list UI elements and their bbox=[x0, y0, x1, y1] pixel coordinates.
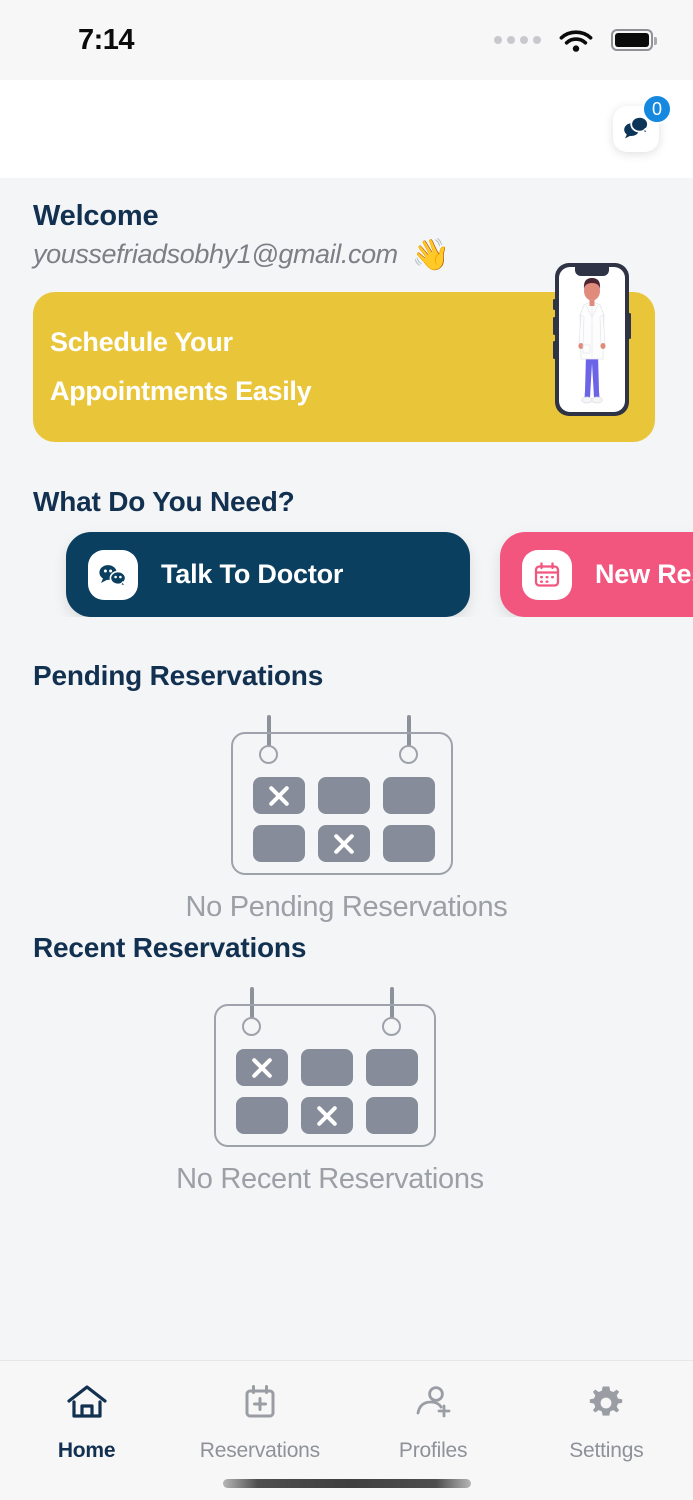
nav-label-home: Home bbox=[57, 1439, 116, 1462]
welcome-section: Welcome youssefriadsobhy1@gmail.com 👋 bbox=[0, 178, 693, 270]
calendar-icon bbox=[522, 549, 572, 600]
promo-banner[interactable]: Schedule Your Appointments Easily bbox=[33, 263, 660, 442]
gear-icon bbox=[586, 1383, 626, 1428]
nav-item-reservations[interactable]: Reservations bbox=[173, 1383, 346, 1463]
calendar-cell bbox=[366, 1097, 418, 1134]
calendar-cell bbox=[301, 1097, 353, 1134]
calendar-cells bbox=[252, 777, 435, 862]
recent-empty-text: No Recent Reservations bbox=[176, 1163, 484, 1195]
pending-empty-text: No Pending Reservations bbox=[185, 891, 508, 923]
needs-carousel[interactable]: Talk To Doctor New R bbox=[0, 518, 693, 617]
welcome-email-row: youssefriadsobhy1@gmail.com 👋 bbox=[33, 239, 693, 270]
recent-empty-state: No Recent Reservations bbox=[0, 987, 660, 1196]
calendar-empty-icon bbox=[214, 987, 446, 1147]
calendar-cell bbox=[382, 825, 435, 862]
action-card-talk-to-doctor[interactable]: Talk To Doctor bbox=[66, 532, 470, 617]
action-card-label: New Rese bbox=[595, 559, 693, 589]
status-time: 7:14 bbox=[78, 23, 135, 56]
pending-empty-state: No Pending Reservations bbox=[0, 715, 693, 924]
status-bar: 7:14 bbox=[0, 0, 693, 80]
status-indicators bbox=[494, 28, 657, 53]
home-indicator[interactable] bbox=[222, 1479, 471, 1488]
action-card-new-reservation[interactable]: New Rese bbox=[500, 532, 693, 617]
person-add-icon bbox=[412, 1383, 454, 1428]
calendar-cell bbox=[317, 825, 370, 862]
calendar-cell bbox=[236, 1097, 288, 1134]
calendar-plus-icon bbox=[240, 1383, 280, 1428]
calendar-cell bbox=[382, 777, 435, 814]
promo-banner-text: Schedule Your Appointments Easily bbox=[50, 318, 312, 416]
user-email: youssefriadsobhy1@gmail.com bbox=[33, 239, 398, 269]
promo-banner-body: Schedule Your Appointments Easily bbox=[33, 292, 655, 442]
battery-full-icon bbox=[611, 29, 657, 51]
calendar-cell bbox=[252, 777, 305, 814]
pending-section-title: Pending Reservations bbox=[33, 660, 324, 691]
signal-dots-icon bbox=[494, 36, 541, 44]
nav-label-settings: Settings bbox=[569, 1439, 644, 1462]
bottom-navigation: Home Reservations bbox=[0, 1360, 693, 1500]
app-header: 0 bbox=[0, 80, 693, 178]
calendar-cell bbox=[301, 1049, 353, 1086]
calendar-cell bbox=[366, 1049, 418, 1086]
calendar-cells bbox=[236, 1049, 418, 1134]
chat-badge: 0 bbox=[642, 94, 672, 124]
wifi-icon bbox=[559, 28, 593, 53]
calendar-cell bbox=[317, 777, 370, 814]
calendar-empty-icon bbox=[230, 715, 463, 875]
welcome-title: Welcome bbox=[33, 200, 159, 232]
recent-section-title: Recent Reservations bbox=[33, 932, 307, 963]
nav-item-home[interactable]: Home bbox=[0, 1383, 173, 1463]
home-icon bbox=[65, 1383, 109, 1428]
phone-with-doctor-illustration bbox=[553, 263, 631, 416]
chat-bubbles-icon bbox=[88, 549, 138, 600]
calendar-cell bbox=[236, 1049, 288, 1086]
calendar-cell bbox=[252, 825, 305, 862]
main-content: Welcome youssefriadsobhy1@gmail.com 👋 Sc… bbox=[0, 178, 693, 1360]
promo-line-2: Appointments Easily bbox=[50, 376, 312, 406]
nav-label-reservations: Reservations bbox=[199, 1439, 320, 1462]
nav-item-profiles[interactable]: Profiles bbox=[347, 1383, 520, 1463]
nav-label-profiles: Profiles bbox=[398, 1439, 468, 1462]
waving-hand-icon: 👋 bbox=[411, 237, 451, 272]
promo-line-1: Schedule Your bbox=[50, 326, 233, 357]
needs-section-title: What Do You Need? bbox=[33, 486, 295, 517]
chat-button[interactable]: 0 bbox=[613, 94, 672, 152]
nav-item-settings[interactable]: Settings bbox=[520, 1383, 693, 1463]
action-card-label: Talk To Doctor bbox=[161, 559, 344, 589]
chat-bubbles-icon bbox=[622, 114, 650, 145]
